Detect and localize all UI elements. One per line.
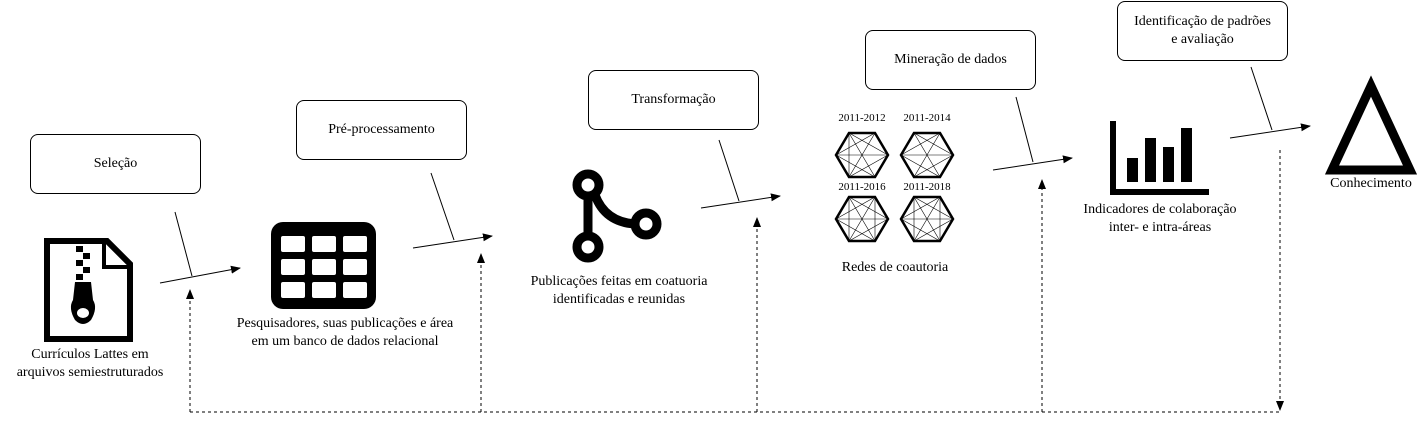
caption-indicadores-line1: Indicadores de colaboração [1083,202,1237,217]
step-arrow-identificacao [1229,66,1311,139]
step-selecao-label: Seleção [93,156,138,171]
network-hexagon-icon [834,131,955,243]
caption-redes: Redes de coautoria [820,259,970,277]
step-mineracao-label: Mineração de dados [894,52,1007,67]
step-preprocessamento-box: Pré-processamento [296,100,467,160]
network-year-label: 2011-2012 [838,112,886,124]
step-transformacao-box: Transformação [588,70,759,130]
caption-indicadores-line2: inter- e intra-áreas [1108,220,1212,235]
step-arrow-selecao [159,211,241,284]
step-identificacao-label-line1: Identificação de padrões [1134,14,1271,29]
step-arrow-transformacao [700,139,781,209]
caption-curriculos-line2: arquivos semiestruturados [16,365,164,380]
network-year-label: 2011-2014 [903,112,951,124]
caption-curriculos: Currículos Lattes em arquivos semiestrut… [0,346,180,382]
table-grid-icon [271,222,376,309]
network-year-label: 2011-2016 [838,181,886,193]
caption-conhecimento-line1: Conhecimento [1330,176,1412,191]
step-preprocessamento-label: Pré-processamento [328,122,435,137]
caption-redes-line1: Redes de coautoria [841,260,949,275]
bar-chart-icon [1110,121,1209,195]
zip-file-icon [44,238,133,342]
step-identificacao-label-line2: e avaliação [1171,32,1234,47]
feedback-loop [186,150,1284,413]
step-selecao-box: Seleção [30,134,201,194]
step-identificacao-box: Identificação de padrões e avaliação [1117,1,1288,61]
step-arrow-mineracao [992,96,1073,171]
caption-pesquisadores-line2: em um banco de dados relacional [251,334,439,349]
caption-indicadores: Indicadores de colaboração inter- e intr… [1065,201,1255,237]
caption-publicacoes-line1: Publicações feitas em coatuoria [530,274,708,289]
caption-pesquisadores: Pesquisadores, suas publicações e área e… [205,315,485,351]
step-transformacao-label: Transformação [631,92,716,107]
caption-conhecimento: Conhecimento [1316,175,1421,193]
step-arrow-preprocessamento [412,172,493,249]
caption-publicacoes-line2: identificadas e reunidas [552,292,686,307]
branch-icon [572,169,662,263]
network-year-label: 2011-2018 [903,181,951,193]
caption-publicacoes: Publicações feitas em coatuoria identifi… [505,273,733,309]
caption-pesquisadores-line1: Pesquisadores, suas publicações e área [236,316,454,331]
step-mineracao-box: Mineração de dados [865,30,1036,90]
triangle-icon [1324,75,1418,175]
caption-curriculos-line1: Currículos Lattes em [31,347,149,362]
